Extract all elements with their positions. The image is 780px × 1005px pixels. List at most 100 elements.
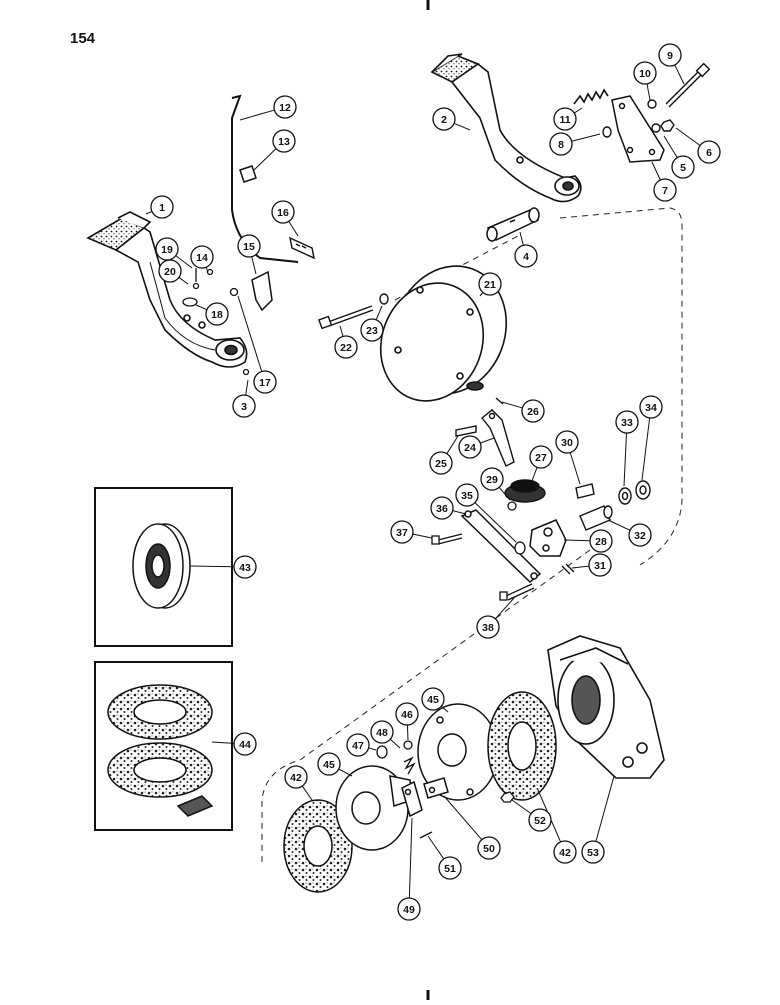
return-spring	[573, 88, 609, 105]
leader-line	[511, 799, 532, 815]
callout-number: 11	[559, 114, 570, 126]
leader-line	[237, 295, 263, 372]
long-bolt	[665, 62, 711, 108]
cover-bolt	[318, 293, 389, 330]
leader-line	[175, 255, 193, 269]
leader-line	[573, 107, 583, 114]
leader-line	[446, 435, 459, 454]
callout-circle	[190, 245, 214, 269]
leader-line	[408, 817, 413, 899]
callout-number: 48	[376, 727, 388, 739]
callout-number: 6	[706, 147, 712, 159]
callout-number: 7	[662, 185, 668, 197]
callout-46: 46	[395, 702, 419, 741]
callout-circle	[697, 140, 721, 164]
callout-circle	[553, 107, 577, 131]
callout-number: 24	[464, 442, 476, 454]
callout-33: 33	[615, 410, 639, 487]
leader-line	[501, 401, 523, 409]
callout-circle	[553, 840, 577, 864]
adjusting-stud	[289, 236, 315, 260]
callout-29: 29	[480, 467, 511, 501]
callout-number: 43	[239, 562, 251, 574]
leader-line	[571, 133, 601, 142]
callout-35: 35	[455, 483, 517, 543]
actuating-lever	[455, 397, 515, 467]
callout-circle	[478, 272, 502, 296]
callout-1: 1	[145, 195, 174, 219]
callout-20: 20	[158, 259, 189, 285]
callout-49: 49	[397, 817, 421, 921]
bushing	[602, 126, 612, 138]
leader-line	[479, 292, 484, 297]
actuating-disc-left	[335, 765, 413, 851]
callout-number: 27	[535, 452, 547, 464]
leader-line	[339, 325, 344, 337]
leader-line	[674, 64, 685, 85]
callout-24: 24	[458, 435, 495, 459]
callout-circle	[633, 61, 657, 85]
leader-line	[498, 487, 511, 501]
callout-50: 50	[443, 795, 501, 860]
callout-23: 23	[360, 305, 384, 342]
callout-number: 8	[558, 139, 564, 151]
callout-number: 10	[639, 68, 651, 80]
leader-line	[406, 724, 409, 741]
callout-number: 18	[211, 309, 223, 321]
callout-number: 31	[594, 560, 606, 572]
leader-line	[663, 135, 678, 158]
callout-number: 52	[534, 815, 546, 827]
callout-number: 3	[241, 401, 247, 413]
cam-bracket	[529, 519, 567, 557]
callout-38: 38	[476, 597, 515, 639]
leader-line	[529, 467, 538, 487]
leader-line	[607, 519, 631, 531]
callout-53: 53	[581, 775, 615, 864]
callout-30: 30	[555, 430, 581, 485]
callout-circle	[549, 132, 573, 156]
leader-line	[253, 148, 277, 171]
cam-small-parts	[507, 501, 575, 575]
callout-circle	[205, 302, 229, 326]
callout-number: 29	[486, 474, 498, 486]
callout-number: 46	[401, 709, 413, 721]
callout-number: 21	[484, 279, 496, 291]
leader-line	[195, 304, 208, 311]
callout-number: 45	[427, 694, 439, 706]
callout-number: 16	[277, 207, 289, 219]
callout-number: 13	[278, 136, 290, 148]
callout-circle	[639, 395, 663, 419]
callout-circle	[476, 615, 500, 639]
housing-cover	[379, 265, 508, 402]
callout-circle	[233, 732, 257, 756]
callout-47: 47	[346, 733, 377, 757]
callout-12: 12	[239, 95, 297, 121]
callout-5: 5	[663, 135, 695, 179]
callout-circle	[615, 410, 639, 434]
leader-line	[480, 437, 495, 444]
callout-number: 17	[259, 377, 271, 389]
callout-number: 1	[159, 202, 165, 214]
callout-number: 25	[435, 458, 447, 470]
leader-line	[641, 417, 651, 481]
callout-15: 15	[237, 234, 261, 275]
callout-51: 51	[427, 835, 462, 880]
callout-25: 25	[429, 435, 459, 475]
brake-housing	[547, 635, 665, 779]
callout-8: 8	[549, 132, 601, 156]
callout-circle	[432, 107, 456, 131]
leader-line	[211, 741, 235, 744]
leader-line	[494, 597, 515, 620]
callout-number: 35	[461, 490, 473, 502]
latch-rod	[231, 94, 299, 263]
leader-line	[452, 510, 467, 515]
callout-circle	[589, 529, 613, 553]
callout-circle	[671, 155, 695, 179]
callout-44: 44	[211, 732, 257, 756]
callout-number: 26	[527, 406, 539, 418]
pedal-right	[430, 53, 582, 203]
leader-line	[288, 221, 299, 237]
latch-plate	[251, 270, 273, 312]
callout-circle	[272, 129, 296, 153]
